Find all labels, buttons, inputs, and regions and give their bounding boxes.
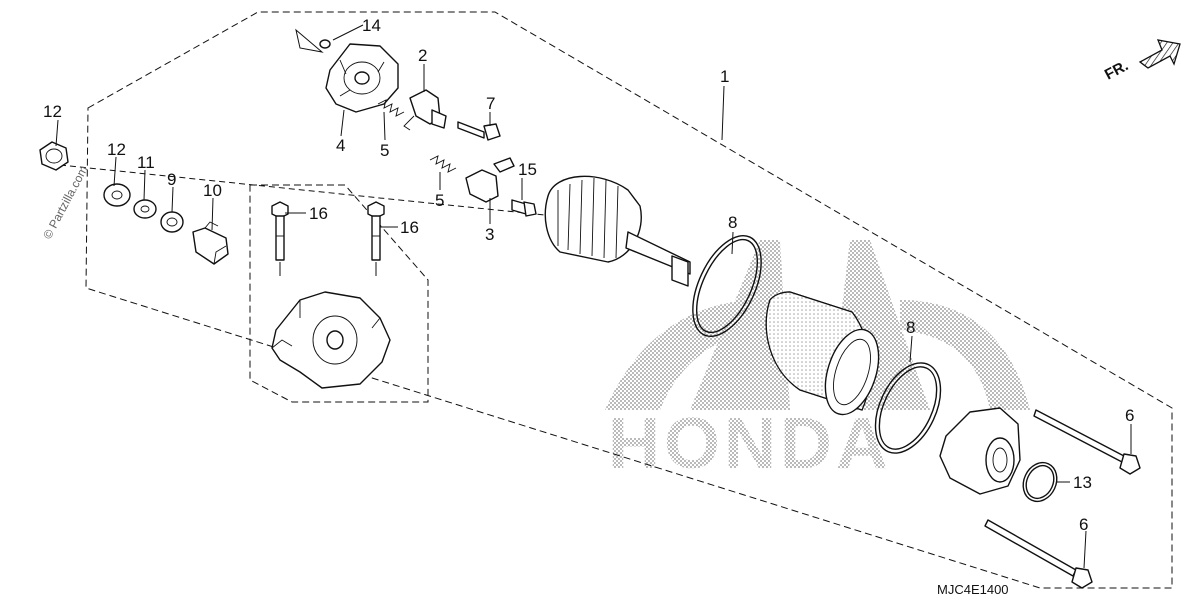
honda-watermark-text: HONDA (608, 404, 892, 484)
insulator-10 (192, 221, 229, 265)
bolt-16-right (367, 201, 385, 276)
screw-7 (457, 121, 501, 141)
assembly-outline (85, 11, 1173, 589)
oring-8-upper (692, 234, 762, 338)
callout-6-lower: 6 (1079, 515, 1088, 534)
callout-13: 13 (1073, 473, 1092, 492)
callout-7: 7 (486, 94, 495, 113)
callout-5-lower: 5 (435, 191, 444, 210)
pointer-triangle-top (295, 28, 324, 53)
oring-13 (1022, 461, 1058, 503)
spring-5-lower (429, 155, 457, 173)
callout-2: 2 (418, 46, 427, 65)
fr-label: FR. (1102, 57, 1131, 83)
leader-lines (55, 24, 1132, 569)
screw-15 (511, 199, 537, 217)
washer-9 (160, 211, 184, 233)
partzilla-watermark: © Partzilla.com (40, 163, 90, 241)
callout-16-right: 16 (400, 218, 419, 237)
fr-arrow-icon (1138, 39, 1181, 69)
bolt-6-upper (1033, 409, 1141, 475)
callout-10: 10 (203, 181, 222, 200)
callout-12-upper: 12 (43, 102, 62, 121)
callout-6-upper: 6 (1125, 406, 1134, 425)
callout-12-lower: 12 (107, 140, 126, 159)
callout-8-lower: 8 (906, 318, 915, 337)
rear-cover-outline (249, 184, 429, 403)
washer-12 (103, 183, 131, 207)
rear-cover (271, 291, 391, 389)
callout-4: 4 (336, 136, 345, 155)
oring-8-lower (874, 362, 942, 454)
nut-12-left (39, 141, 69, 171)
callout-15: 15 (518, 160, 537, 179)
callout-5-upper: 5 (380, 141, 389, 160)
callout-9: 9 (167, 170, 176, 189)
clip-14 (319, 39, 331, 49)
spring-5-upper (377, 99, 405, 117)
fr-direction-marker: FR. (1102, 39, 1181, 84)
callout-16-left: 16 (309, 204, 328, 223)
callout-1: 1 (720, 67, 729, 86)
center-axis-line (59, 164, 546, 216)
diagram-code: MJC4E1400 (937, 582, 1009, 597)
washer-11 (133, 199, 157, 219)
callout-8-upper: 8 (728, 213, 737, 232)
front-cover (939, 407, 1021, 495)
yoke-housing (765, 291, 880, 416)
bolt-6-lower (984, 519, 1093, 589)
callout-3: 3 (485, 225, 494, 244)
brush-holder-4 (325, 43, 399, 113)
callout-11: 11 (137, 153, 155, 172)
callout-14: 14 (362, 16, 381, 35)
brush-3 (465, 157, 515, 203)
brush-2 (403, 89, 447, 131)
bolt-16-left (271, 201, 289, 276)
armature (544, 175, 691, 287)
